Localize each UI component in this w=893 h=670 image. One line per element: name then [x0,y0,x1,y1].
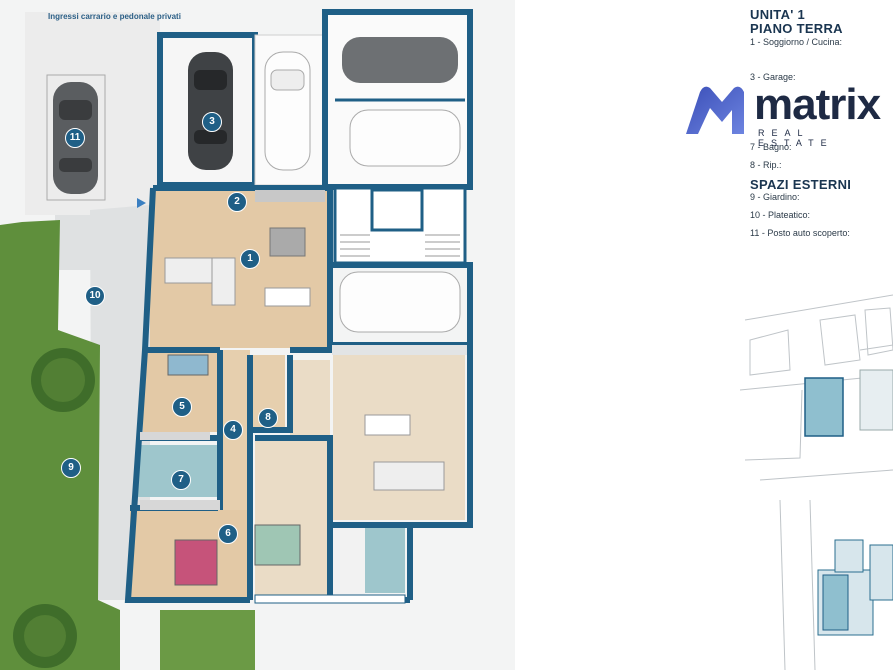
room-number-11: 11 [65,128,85,148]
room-number-5: 5 [172,397,192,417]
room-number-10: 10 [85,286,105,306]
legend: UNITA' 1 PIANO TERRA 1 - Soggiorno / Cuc… [750,8,893,239]
room-number-9: 9 [61,458,81,478]
logo-brand: matrix [754,80,881,129]
room-number-3: 3 [202,112,222,132]
car-top-right [342,37,458,83]
legend-item: 8 - Rip.: [750,160,782,170]
legend-item: 3 - Garage: [750,72,796,82]
legend-title-unit: UNITA' 1 [750,7,806,22]
logo-tagline: REAL ESTATE [758,128,834,148]
dining-table-unit2 [364,414,411,436]
key-map [740,294,893,670]
matrix-logo: matrix REAL ESTATE [682,80,893,148]
room-number-7: 7 [171,470,191,490]
room-number-6: 6 [218,524,238,544]
room-number-2: 2 [227,192,247,212]
dining-table-unit1 [264,287,311,307]
legend-item: 10 - Plateatico: [750,210,811,220]
car-3 [188,52,233,170]
legend-title-floor: PIANO TERRA [750,21,843,36]
legend-item: 9 - Giardino: [750,192,800,202]
legend-item: 7 - Bagno: [750,142,792,152]
access-label: Ingressi carrario e pedonale privati [48,12,181,21]
legend-item: 11 - Posto auto scoperto: [750,228,850,238]
room-number-1: 1 [240,249,260,269]
key-map-highlight-unit [804,377,844,437]
matrix-logo-mark [686,86,744,134]
legend-heading-outdoor: SPAZI ESTERNI [750,177,852,192]
room-number-8: 8 [258,408,278,428]
legend-item: 1 - Soggiorno / Cucina: [750,37,843,47]
room-number-4: 4 [223,420,243,440]
